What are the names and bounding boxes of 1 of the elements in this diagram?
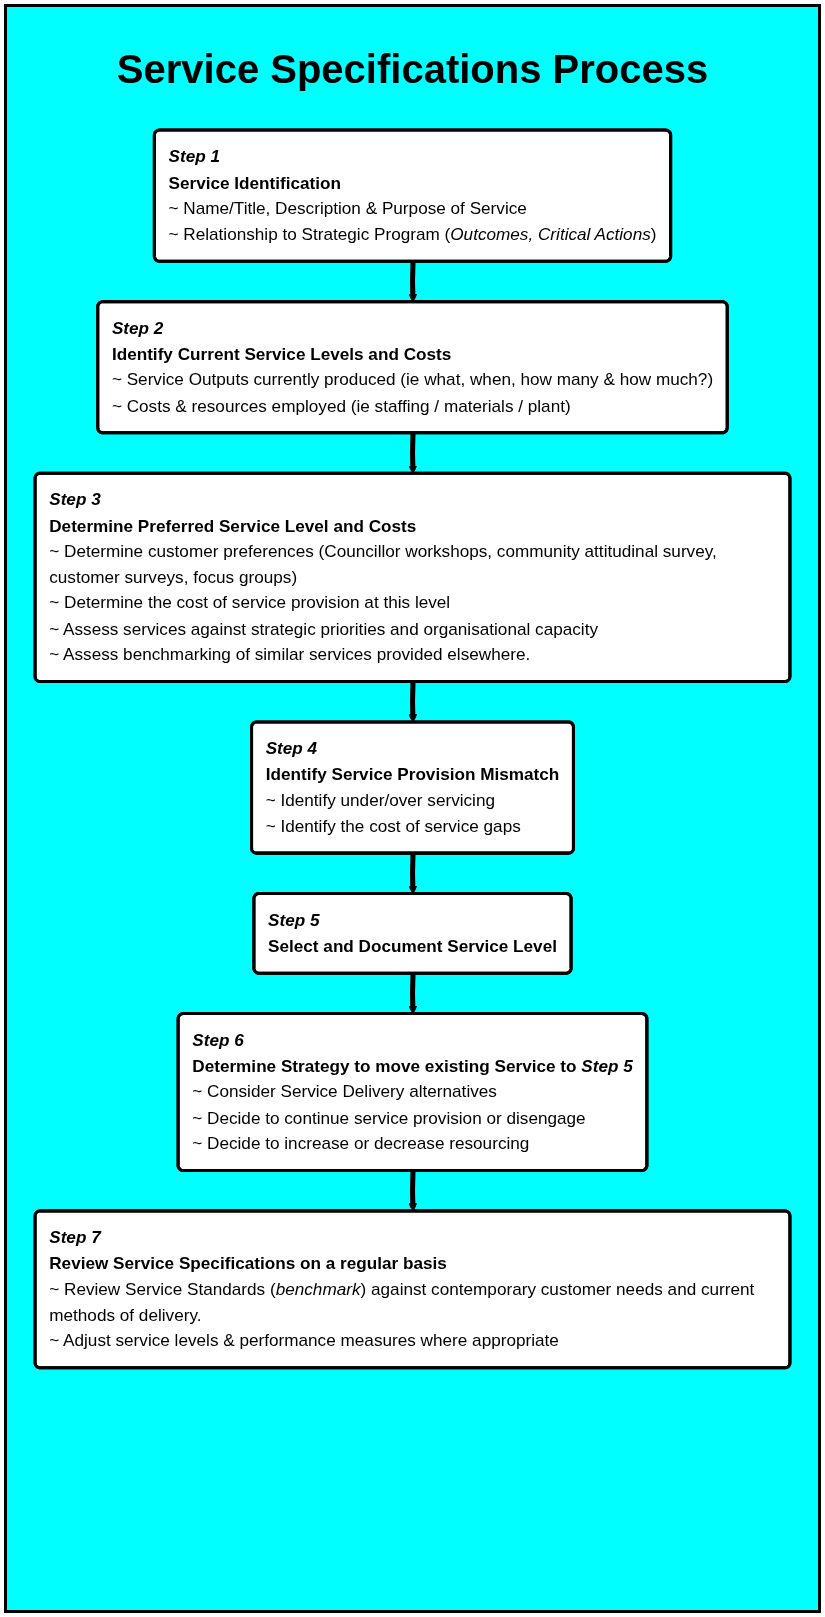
title: Service Specifications Process	[115, 47, 710, 92]
